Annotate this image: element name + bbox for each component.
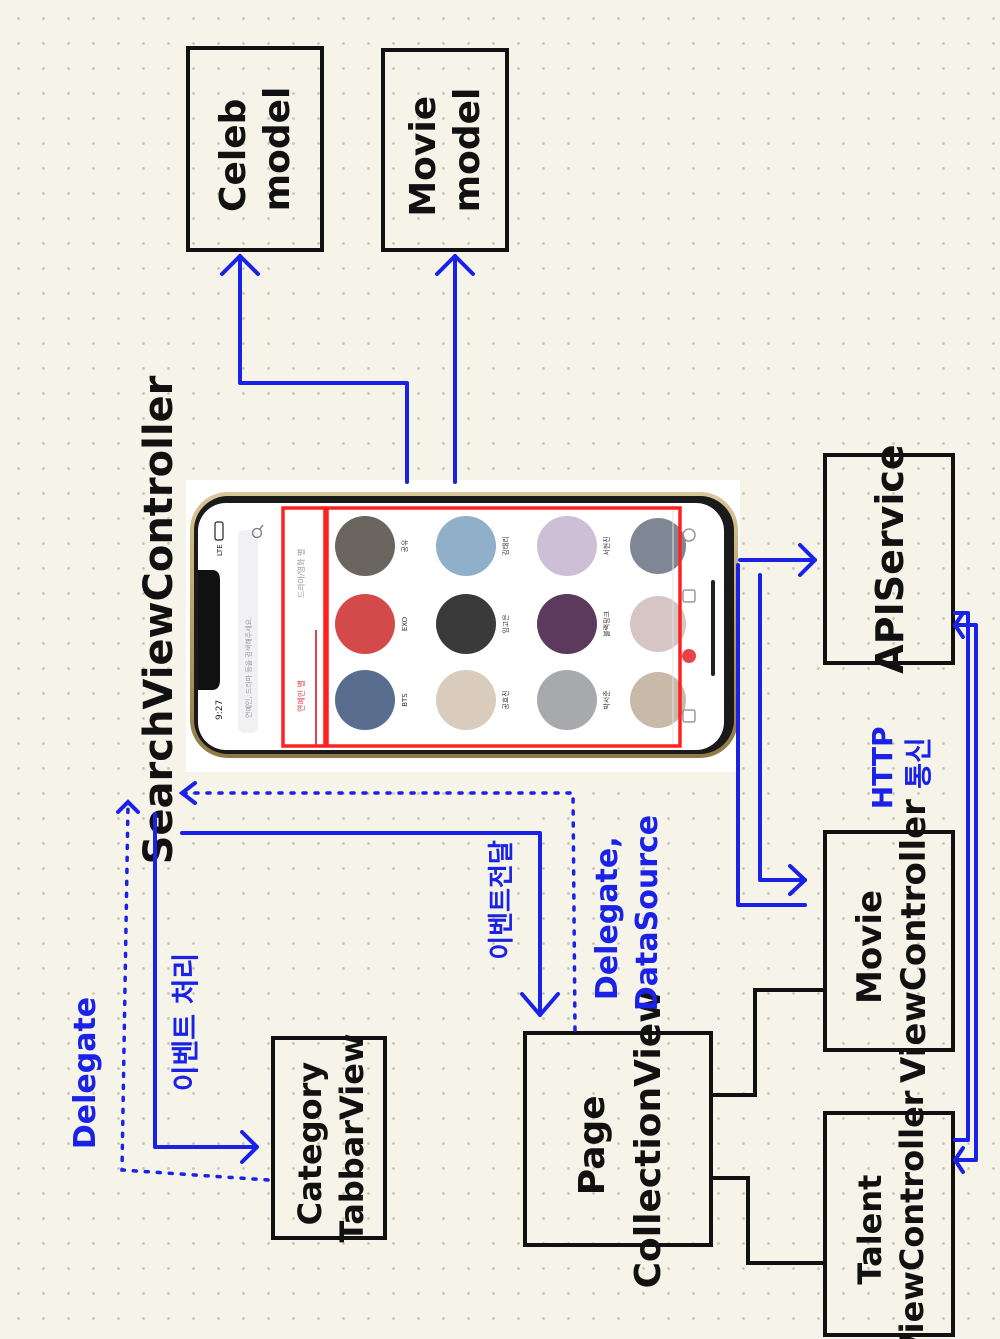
avatar [436, 670, 496, 730]
talent-vc-label-line2: ViewController [893, 1090, 931, 1339]
svg-text:Talent ViewController: Talent ViewController [851, 1090, 931, 1339]
celeb-cell[interactable]: 공유 [335, 516, 409, 576]
profile-icon[interactable] [682, 528, 696, 542]
status-signal: LTE [216, 544, 224, 556]
category-label-line2: TabbarView [333, 1034, 371, 1243]
celeb-name: 공유 [401, 539, 409, 552]
category-tab-highlight [281, 506, 327, 748]
phone-notch [198, 570, 220, 690]
label-delegate-datasource-line2: DataSource [630, 815, 665, 1011]
celeb-name: 임고은 [502, 614, 510, 634]
label-event-pass: 이벤트전달 [487, 840, 517, 960]
battery-icon [214, 521, 224, 541]
home-icon[interactable] [682, 709, 696, 723]
celeb-name: BTS [401, 693, 409, 707]
label-http-line2: 통신 [902, 737, 935, 789]
avatar [630, 596, 686, 652]
avatar [436, 594, 496, 654]
celeb-cell[interactable]: 김태리 [436, 516, 510, 576]
celeb-cell[interactable]: 공효진 [436, 670, 510, 730]
celeb-cell[interactable]: 임고은 [436, 594, 510, 654]
category-label-line1: Category [291, 1062, 329, 1226]
svg-text:Delegate, DataSource: Delegate, DataSource [590, 815, 665, 1011]
diagram-title: SearchViewController [136, 375, 182, 864]
movie-viewcontroller-box: Movie ViewController [823, 799, 955, 1083]
talent-viewcontroller-box: Talent ViewController [823, 1090, 955, 1339]
talent-vc-label-line1: Talent [851, 1175, 889, 1285]
avatar [630, 518, 686, 574]
search-placeholder: 연예인, 드라마 등을 검색해주세요. [244, 617, 253, 718]
svg-text:Celeb model: Celeb model [213, 86, 298, 212]
arrow-to-page-collectionview [180, 831, 542, 1017]
label-http-line1: HTTP [866, 726, 899, 809]
status-time: 9:27 [215, 700, 225, 720]
avatar [436, 516, 496, 576]
celeb-cell[interactable]: EXO [335, 594, 409, 654]
tab-celeb[interactable]: 연예인 별 [296, 680, 306, 712]
celeb-cell[interactable]: 서현진 [537, 516, 611, 576]
celeb-cell[interactable]: BTS [335, 670, 409, 730]
celeb-name: 박서준 [602, 690, 611, 710]
celeb-name: 김태리 [501, 536, 510, 555]
svg-text:Movie ViewController: Movie ViewController [850, 799, 934, 1083]
celeb-cell[interactable]: 박서준 [537, 670, 611, 730]
page-collection-highlight [325, 506, 682, 748]
delegate-dotted-arrows [120, 791, 577, 1182]
page-cv-label-line2: CollectionView [628, 990, 669, 1289]
phone-screenshot: 9:27 LTE 연예인, 드라마 등을 검색해주세요. 연예인 별 드라마/영… [186, 480, 740, 772]
api-service-label: APIService [868, 444, 912, 673]
celeb-name: EXO [401, 616, 409, 631]
svg-text:HTTP 통신: HTTP 통신 [866, 717, 935, 810]
avatar [537, 670, 597, 730]
list-icon[interactable] [682, 589, 696, 603]
svg-text:Movie model: Movie model [403, 83, 488, 216]
search-bar[interactable] [238, 530, 258, 733]
label-event-handle: 이벤트 처리 [169, 953, 202, 1092]
celeb-cell[interactable]: 블랙핑크 [537, 594, 611, 654]
celeb-model-label-line2: model [257, 87, 298, 212]
movie-model-label-line2: model [447, 88, 488, 213]
pagecv-to-talentvc-connector [711, 1176, 825, 1265]
svg-text:Category TabbarView: Category TabbarView [291, 1034, 371, 1243]
celeb-grid: BTS EXO 공유 공효진 임고은 [335, 516, 686, 730]
avatar [335, 516, 395, 576]
movie-vc-label-line2: ViewController [894, 799, 934, 1083]
record-icon[interactable] [682, 649, 696, 663]
avatar [335, 670, 395, 730]
page-cv-label-line1: Page [572, 1095, 613, 1195]
tab-drama-movie[interactable]: 드라마/영화 별 [296, 549, 306, 598]
celeb-name: 공효진 [501, 690, 510, 709]
page-collectionview-box: Page CollectionView [523, 990, 713, 1289]
movie-model-label-line1: Movie [403, 96, 444, 217]
hierarchy-connectors [711, 988, 825, 1265]
arrow-to-celeb-model [238, 254, 409, 484]
label-delegate-datasource-line1: Delegate, [590, 836, 625, 1000]
blue-arrows [153, 254, 978, 1174]
label-delegate-category: Delegate [68, 997, 103, 1149]
arrow-to-category-tabbar [153, 812, 259, 1149]
delegate-from-category [120, 803, 270, 1182]
search-icon[interactable] [251, 527, 263, 539]
movie-vc-label-line1: Movie [850, 890, 890, 1004]
svg-text:Page CollectionView: Page CollectionView [572, 990, 669, 1289]
pagecv-to-movievc-connector [711, 988, 825, 1097]
celeb-name: 서현진 [602, 536, 611, 555]
delegate-from-page-collectionview [183, 791, 577, 1032]
avatar [335, 594, 395, 654]
arrow-to-movie-vc [736, 563, 807, 907]
api-service-box: APIService [823, 444, 955, 674]
avatar [630, 672, 686, 728]
movie-model-box: Movie model [381, 48, 509, 252]
category-tabbarview-box: Category TabbarView [271, 1034, 387, 1243]
avatar [537, 516, 597, 576]
api-talent-http-link [953, 611, 970, 1142]
celeb-model-label-line1: Celeb [213, 99, 254, 212]
avatar [537, 594, 597, 654]
celeb-name: 블랙핑크 [602, 611, 611, 637]
celeb-model-box: Celeb model [186, 46, 324, 252]
